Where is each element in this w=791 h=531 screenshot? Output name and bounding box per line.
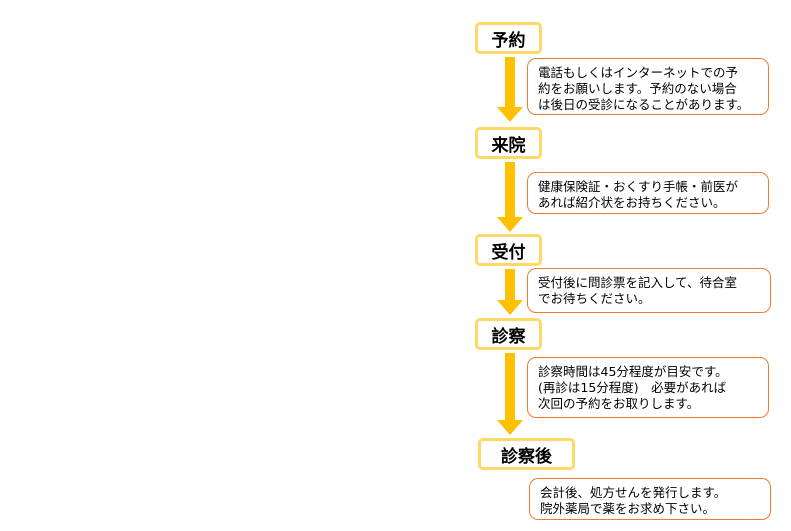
step-label: 診察	[491, 326, 526, 347]
note-after-examination: 会計後、処方せんを発行します。 院外薬局で薬をお求め下さい。	[529, 478, 771, 520]
note-reception: 受付後に問診票を記入して、待合室 でお待ちください。	[527, 268, 771, 313]
step-reception: 受付	[475, 234, 542, 266]
step-label: 診察後	[501, 446, 552, 467]
note-examination: 診察時間は45分程度が目安です。 (再診は15分程度) 必要があれば 次回の予約…	[527, 357, 769, 418]
down-arrow-icon	[497, 269, 523, 315]
down-arrow-icon	[497, 353, 523, 435]
step-visit: 来院	[475, 127, 542, 159]
step-label: 受付	[491, 242, 526, 263]
step-label: 来院	[491, 135, 526, 156]
step-after-examination: 診察後	[478, 438, 575, 470]
step-examination: 診察	[475, 318, 542, 350]
down-arrow-icon	[497, 162, 523, 232]
step-reservation: 予約	[475, 22, 542, 54]
down-arrow-icon	[497, 57, 523, 122]
note-reservation: 電話もしくはインターネットでの予 約をお願いします。予約のない場合 は後日の受診…	[527, 58, 769, 115]
note-visit: 健康保険証・おくすり手帳・前医が あれば紹介状をお持ちください。	[527, 172, 769, 214]
step-label: 予約	[491, 30, 526, 51]
